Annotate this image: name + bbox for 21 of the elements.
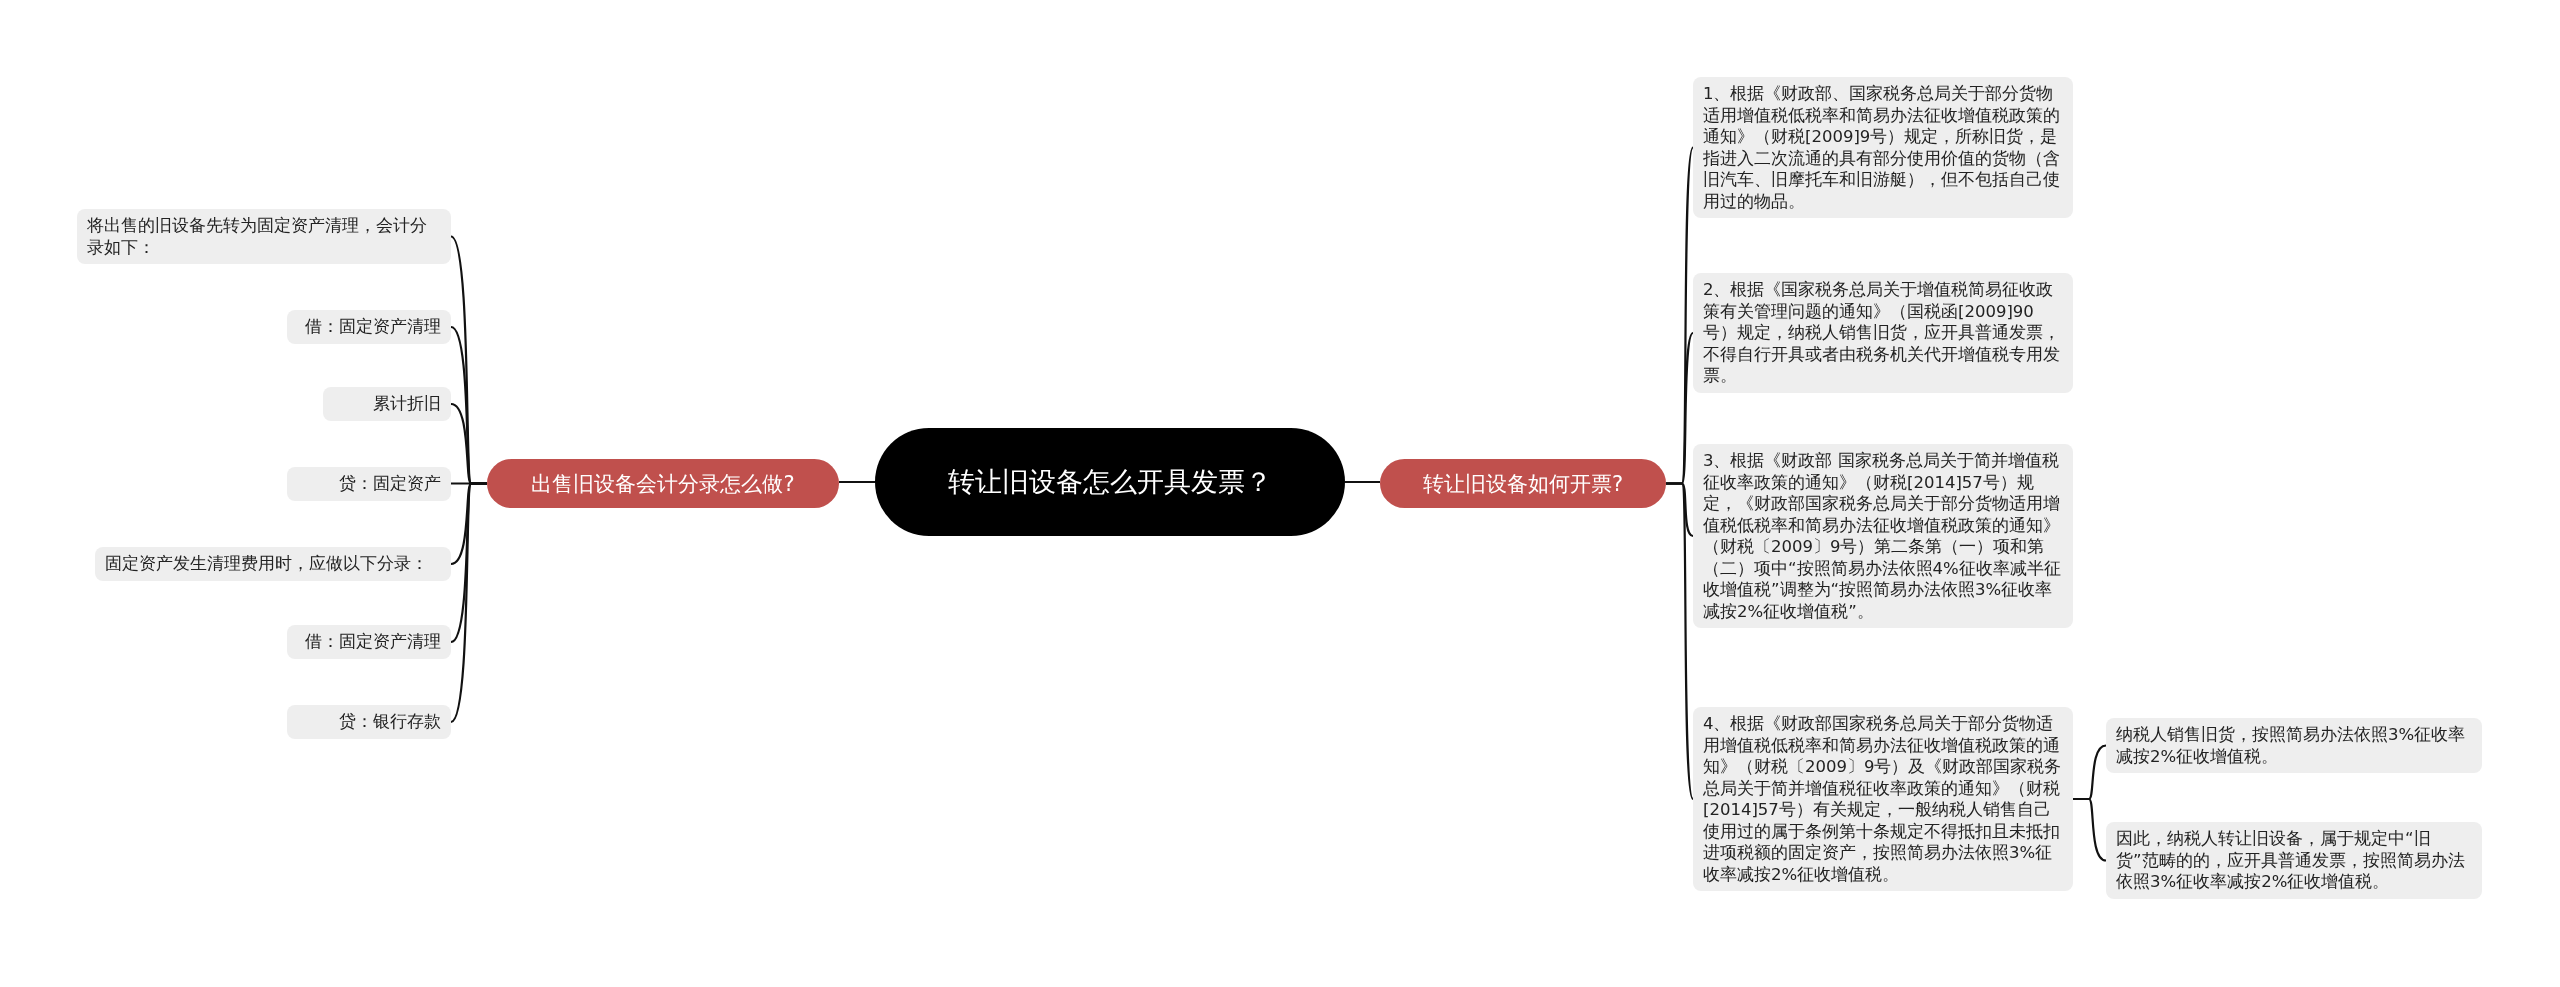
note-box: 借：固定资产清理	[287, 310, 451, 344]
connector-line	[450, 482, 487, 723]
note-box: 纳税人销售旧货，按照简易办法依照3%征收率减按2%征收增值税。	[2106, 718, 2482, 773]
note-box: 借：固定资产清理	[287, 625, 451, 659]
note-box: 固定资产发生清理费用时，应做以下分录：	[95, 547, 451, 581]
note-box: 累计折旧	[323, 387, 451, 421]
note-box: 贷：银行存款	[287, 705, 451, 739]
note-box: 4、根据《财政部国家税务总局关于部分货物适用增值税低税率和简易办法征收增值税政策的通知》（财税〔2009〕9号）及《财政部国家税务总局关于简并增值税征收率政策的通知》（财税[2014]57号）有关规定，一般纳税人销售自己使用过的属于条例第十条规定不得抵扣且未抵扣进项税额的固定资产，按照简易办法依照3%征收率减按2%征收增值税。	[1693, 707, 2073, 891]
note-box: 2、根据《国家税务总局关于增值税简易征收政策有关管理问题的通知》（国税函[2009]90号）规定，纳税人销售旧货，应开具普通发票，不得自行开具或者由税务机关代开增值税专用发票。	[1693, 273, 2073, 393]
branch-topic: 转让旧设备如何开票?	[1380, 459, 1666, 508]
connector-line	[1666, 482, 1695, 800]
note-box: 3、根据《财政部 国家税务总局关于简并增值税征收率政策的通知》（财税[2014]57号）规定，《财政部国家税务总局关于部分货物适用增值税低税率和简易办法征收增值税政策的通知》（财税〔2009〕9号）第二条第（一）项和第（二）项中“按照简易办法依照4%征收率减半征收增值税”调整为“按照简易办法依照3%征收率减按2%征收增值税”。	[1693, 444, 2073, 628]
note-box: 因此，纳税人转让旧设备，属于规定中“旧货”范畴的的，应开具普通发票，按照简易办法依照3%征收率减按2%征收增值税。	[2106, 822, 2482, 899]
note-box: 1、根据《财政部、国家税务总局关于部分货物适用增值税低税率和简易办法征收增值税政策的通知》（财税[2009]9号）规定，所称旧货，是指进入二次流通的具有部分使用价值的货物（含旧汽车、旧摩托车和旧游艇），但不包括自己使用过的物品。	[1693, 77, 2073, 218]
connector-line	[839, 480, 875, 484]
central-topic: 转让旧设备怎么开具发票？	[875, 428, 1345, 536]
note-box: 贷：固定资产	[287, 467, 451, 501]
branch-topic: 出售旧设备会计分录怎么做?	[487, 459, 839, 508]
connector-line	[2073, 797, 2107, 862]
connector-line	[1345, 480, 1380, 484]
note-box: 将出售的旧设备先转为固定资产清理，会计分录如下：	[77, 209, 451, 264]
